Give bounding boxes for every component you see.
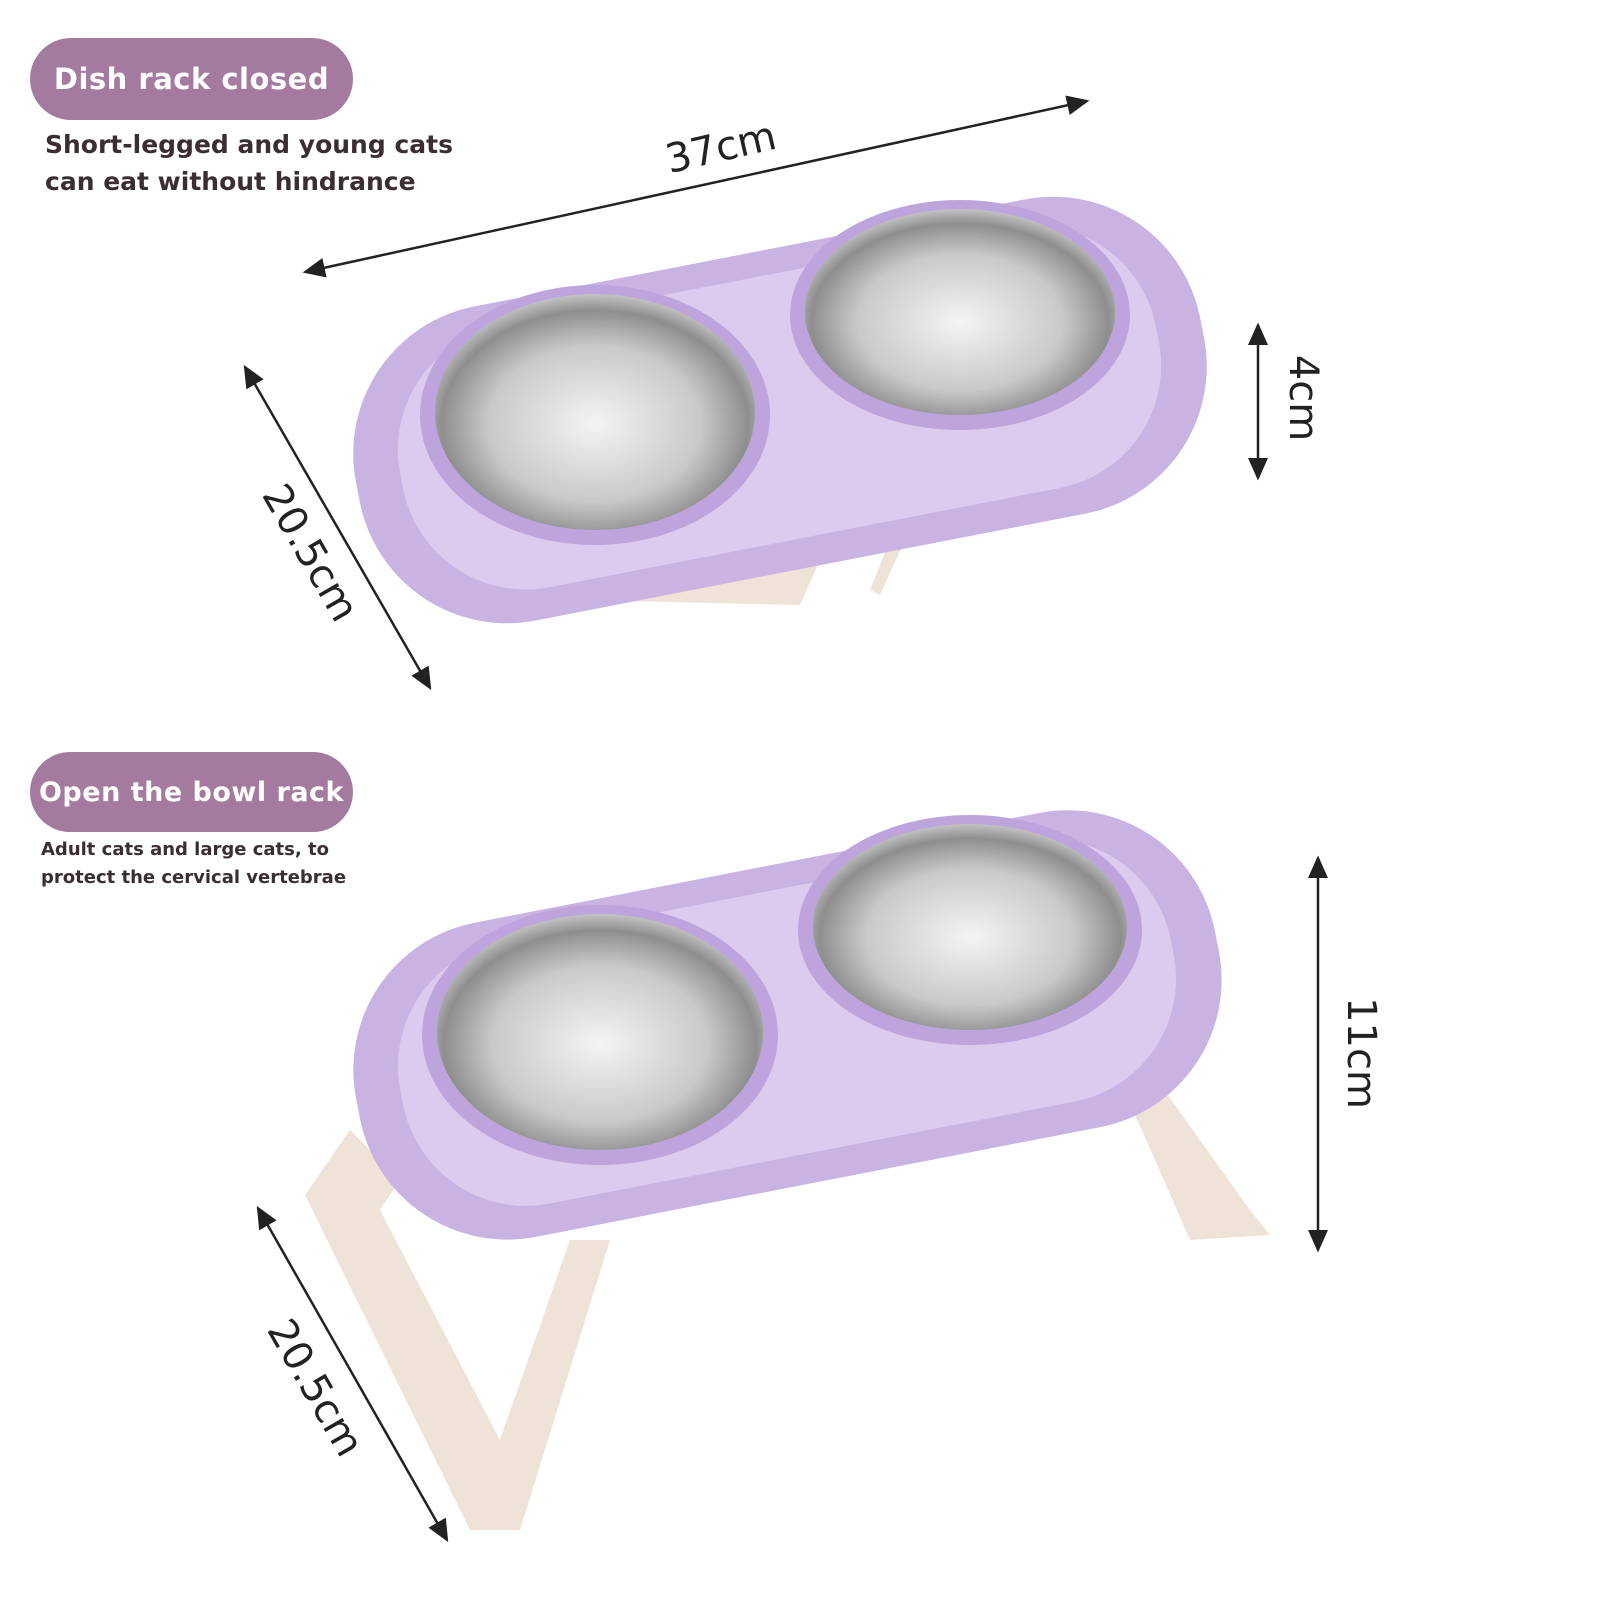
closed-bowl-left [435,294,755,530]
open-description: Adult cats and large cats, to protect th… [41,836,346,892]
open-desc-line1: Adult cats and large cats, to [41,839,329,860]
closed-bowl-right [805,209,1115,415]
open-feeder [305,810,1270,1530]
width-open-arrow [256,1205,449,1543]
open-bowl-right [813,824,1127,1030]
closed-title-badge: Dish rack closed [30,38,353,120]
open-bowl-left [437,914,763,1150]
open-leg-right [1120,1070,1270,1240]
length-arrow [302,95,1090,278]
dimension-arrows [243,95,1328,1543]
open-title-badge: Open the bowl rack [30,752,353,832]
height-open-label: 11cm [1337,997,1384,1109]
closed-title: Dish rack closed [53,62,330,96]
width-closed-arrow [243,364,432,691]
open-title: Open the bowl rack [38,776,345,808]
closed-feeder [353,196,1207,624]
open-desc-line2: protect the cervical vertebrae [41,867,347,888]
height-closed-label: 4cm [1280,354,1327,442]
